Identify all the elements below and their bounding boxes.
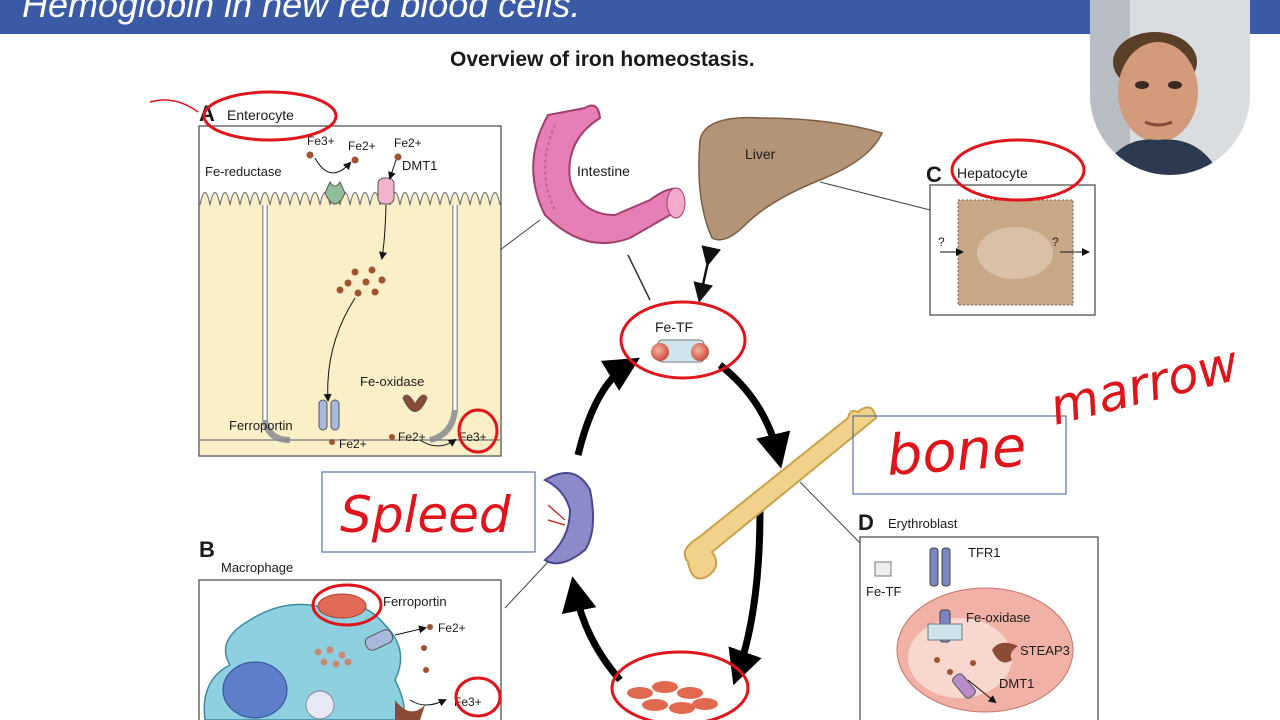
intestine-illustration: Intestine bbox=[533, 106, 685, 300]
macrophage-fe2-label: Fe2+ bbox=[438, 621, 466, 635]
spleen-annotation: Spleed bbox=[340, 486, 511, 544]
intestine-label: Intestine bbox=[577, 163, 630, 179]
fe2-right-label: Fe2+ bbox=[394, 136, 422, 150]
panel-a-name: Enterocyte bbox=[227, 107, 294, 123]
fe-tf-complex: Fe-TF bbox=[651, 319, 709, 362]
fe2-bottom-left-label: Fe2+ bbox=[339, 437, 367, 451]
macrophage-nucleus bbox=[223, 662, 287, 718]
bone-illustration bbox=[685, 407, 876, 578]
panel-d-letter: D bbox=[858, 510, 874, 535]
panel-d-erythroblast: D Erythroblast TFR1 Fe-TF Fe-oxidase STE… bbox=[858, 510, 1098, 720]
hepatocyte-q-right: ? bbox=[1052, 235, 1059, 249]
bone-icon bbox=[685, 407, 876, 578]
hepatocyte-q-left: ? bbox=[938, 235, 945, 249]
panel-a-enterocyte: A Enterocyte Fe-reductase DMT1 Fe3+ Fe2+… bbox=[199, 101, 540, 456]
panel-d-name: Erythroblast bbox=[888, 516, 958, 531]
panel-b-name: Macrophage bbox=[221, 560, 293, 575]
panel-b-letter: B bbox=[199, 537, 215, 562]
erythroblast-fe-tf-label: Fe-TF bbox=[866, 584, 901, 599]
fe2-mid-label: Fe2+ bbox=[348, 139, 376, 153]
liver-icon bbox=[699, 118, 882, 240]
marrow-annotation: marrow bbox=[1044, 334, 1244, 437]
ferroportin-label: Ferroportin bbox=[229, 418, 293, 433]
engulfed-rbc bbox=[318, 594, 366, 618]
fe-reductase-label: Fe-reductase bbox=[205, 164, 282, 179]
panel-c-name: Hepatocyte bbox=[957, 165, 1028, 181]
bone-annotation: bone bbox=[884, 414, 1028, 489]
erythroblast-dmt1-label: DMT1 bbox=[999, 676, 1034, 691]
panel-c-hepatocyte: C Hepatocyte ? ? bbox=[926, 162, 1095, 315]
fe2-bottom-mid-label: Fe2+ bbox=[398, 430, 426, 444]
tfr1-icon bbox=[930, 548, 938, 586]
fe-oxidase-label: Fe-oxidase bbox=[360, 374, 424, 389]
panel-c-letter: C bbox=[926, 162, 942, 187]
fe-tf-label: Fe-TF bbox=[655, 319, 693, 335]
erythroblast-fe-oxidase-label: Fe-oxidase bbox=[966, 610, 1030, 625]
dmt1-icon bbox=[378, 178, 394, 204]
liver-label: Liver bbox=[745, 146, 776, 162]
presenter-webcam bbox=[1090, 0, 1250, 175]
red-blood-cells bbox=[627, 681, 718, 714]
tfr1-label: TFR1 bbox=[968, 545, 1001, 560]
steap3-label: STEAP3 bbox=[1020, 643, 1070, 658]
presenter-video-icon bbox=[1090, 0, 1250, 175]
macrophage-ferroportin-label: Ferroportin bbox=[383, 594, 447, 609]
ferroportin-icon bbox=[319, 400, 327, 430]
liver-illustration: Liver bbox=[699, 118, 930, 298]
dmt1-label: DMT1 bbox=[402, 158, 437, 173]
spleen-icon bbox=[545, 473, 593, 563]
